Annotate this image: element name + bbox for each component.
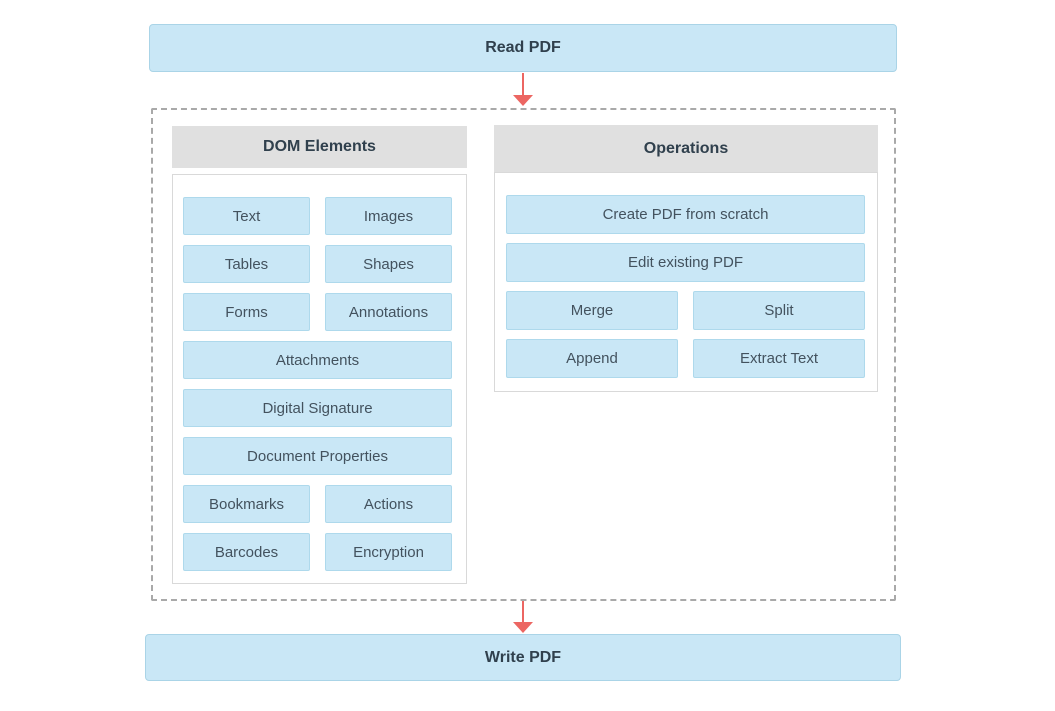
dom-item-actions: Actions xyxy=(325,485,452,523)
dom-item-forms: Forms xyxy=(183,293,310,331)
dom-item-tables: Tables xyxy=(183,245,310,283)
dom-item-attachments: Attachments xyxy=(183,341,452,379)
arrow-head-icon xyxy=(513,95,533,106)
dom-item-images: Images xyxy=(325,197,452,235)
ops-item-split: Split xyxy=(693,291,865,330)
dom-elements-panel-body: Text Images Tables Shapes Forms Annotati… xyxy=(172,174,467,584)
operations-panel-header: Operations xyxy=(494,125,878,172)
dom-item-encryption: Encryption xyxy=(325,533,452,571)
arrow-shaft xyxy=(522,601,524,622)
ops-item-extract-text: Extract Text xyxy=(693,339,865,378)
dom-item-text: Text xyxy=(183,197,310,235)
arrow-head-icon xyxy=(513,622,533,633)
operations-panel-body: Create PDF from scratch Edit existing PD… xyxy=(494,172,878,392)
dom-item-barcodes: Barcodes xyxy=(183,533,310,571)
write-pdf-label: Write PDF xyxy=(484,648,562,666)
dom-item-digital-signature: Digital Signature xyxy=(183,389,452,427)
processing-group-container xyxy=(151,108,896,601)
operations-title: Operations xyxy=(643,139,729,157)
read-pdf-label: Read PDF xyxy=(485,39,561,56)
dom-item-bookmarks: Bookmarks xyxy=(183,485,310,523)
dom-elements-panel-header: DOM Elements xyxy=(172,126,467,168)
dom-item-shapes: Shapes xyxy=(325,245,452,283)
arrow-read-to-group-icon xyxy=(513,73,533,106)
read-pdf-node: Read PDF xyxy=(149,24,897,72)
ops-item-merge: Merge xyxy=(506,291,678,330)
ops-item-append: Append xyxy=(506,339,678,378)
ops-item-edit-existing-pdf: Edit existing PDF xyxy=(506,243,865,282)
write-pdf-node: Write PDF xyxy=(145,634,901,681)
arrow-shaft xyxy=(522,73,524,95)
arrow-group-to-write-icon xyxy=(513,601,533,633)
dom-item-document-properties: Document Properties xyxy=(183,437,452,475)
ops-item-create-pdf-from-scratch: Create PDF from scratch xyxy=(506,195,865,234)
dom-item-annotations: Annotations xyxy=(325,293,452,331)
dom-elements-title: DOM Elements xyxy=(263,138,376,155)
